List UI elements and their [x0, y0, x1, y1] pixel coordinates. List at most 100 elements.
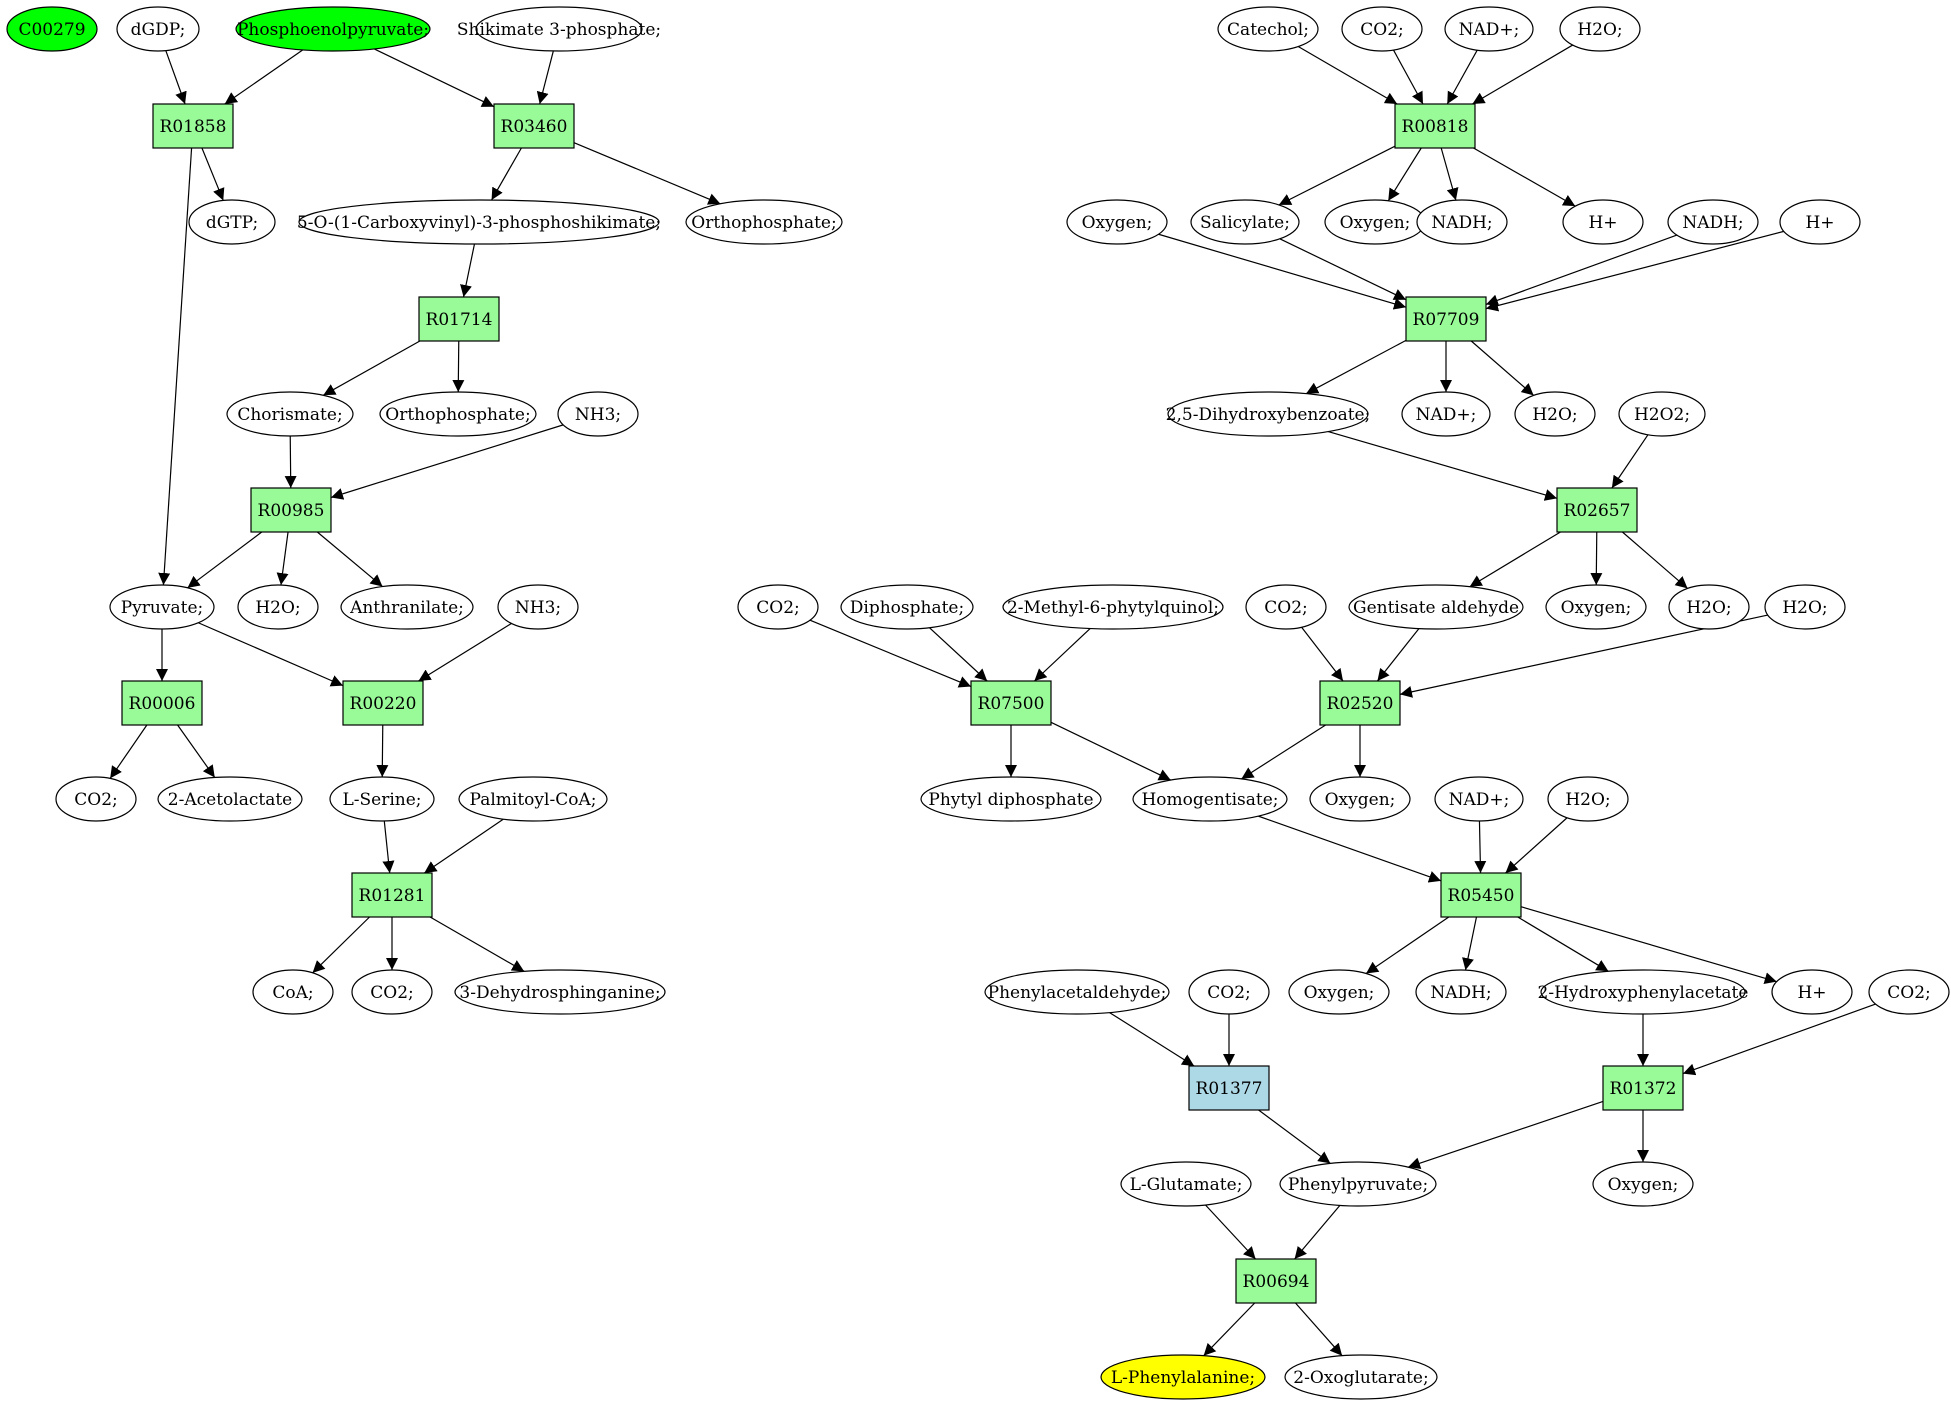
node-label: NAD+; [1459, 20, 1520, 40]
compound-node-oxygen[interactable]: Oxygen; [1545, 584, 1647, 630]
compound-node-l-phenylalanine[interactable]: L-Phenylalanine; [1100, 1354, 1266, 1400]
node-label: Phenylacetaldehyde; [988, 983, 1167, 1003]
compound-node-co2[interactable]: CO2; [1245, 584, 1327, 630]
node-label: CoA; [272, 983, 313, 1003]
compound-ellipse [685, 199, 843, 245]
reaction-node-r00818[interactable]: R00818 [1394, 103, 1476, 149]
compound-node-palmitoyl-coa[interactable]: Palmitoyl-CoA; [458, 776, 608, 822]
compound-ellipse [1868, 969, 1950, 1015]
compound-node-coa[interactable]: CoA; [252, 969, 334, 1015]
node-label: CO2; [74, 790, 118, 810]
compound-node-co2[interactable]: CO2; [1868, 969, 1950, 1015]
compound-node-l-glutamate[interactable]: L-Glutamate; [1120, 1161, 1252, 1207]
compound-node-phenylacetaldehyde[interactable]: Phenylacetaldehyde; [984, 969, 1170, 1015]
compound-node-orthophosphate[interactable]: Orthophosphate; [379, 391, 537, 437]
reaction-node-r01714[interactable]: R01714 [418, 296, 500, 342]
compound-node-orthophosphate[interactable]: Orthophosphate; [685, 199, 843, 245]
compound-node-shikimate-3-phosphate[interactable]: Shikimate 3-phosphate; [457, 6, 661, 52]
reaction-node-r07500[interactable]: R07500 [970, 680, 1052, 726]
compound-node-nh3[interactable]: NH3; [497, 584, 579, 630]
compound-node-phenylpyruvate[interactable]: Phenylpyruvate; [1279, 1161, 1437, 1207]
compound-node-anthranilate[interactable]: Anthranilate; [340, 584, 474, 630]
compound-node-c00279[interactable]: C00279 [6, 6, 98, 52]
compound-node-phosphoenolpyruvate[interactable]: Phosphoenolpyruvate; [235, 6, 431, 52]
reaction-box [152, 103, 234, 149]
node-label: Diphosphate; [850, 598, 964, 618]
compound-node-nh3[interactable]: NH3; [557, 391, 639, 437]
compound-node-2-oxoglutarate[interactable]: 2-Oxoglutarate; [1284, 1354, 1438, 1400]
compound-node-pyruvate[interactable]: Pyruvate; [109, 584, 215, 630]
compound-node-3-dehydrosphinganine[interactable]: 3-Dehydrosphinganine; [454, 969, 666, 1015]
compound-node-h2o[interactable]: H2O; [1514, 391, 1596, 437]
compound-node-dgdp[interactable]: dGDP; [116, 6, 200, 52]
compound-ellipse [109, 584, 215, 630]
compound-ellipse [737, 584, 819, 630]
compound-node-co2[interactable]: CO2; [55, 776, 137, 822]
compound-node-h[interactable]: H+ [1771, 969, 1853, 1015]
reaction-node-r00220[interactable]: R00220 [342, 680, 424, 726]
reaction-node-r05450[interactable]: R05450 [1440, 872, 1522, 918]
edge-phald-to-r01377 [1109, 1012, 1195, 1067]
reaction-node-r00694[interactable]: R00694 [1235, 1258, 1317, 1304]
compound-node-2-5-dihydroxybenzoate[interactable]: 2,5-Dihydroxybenzoate; [1166, 391, 1371, 437]
reaction-node-r00985[interactable]: R00985 [250, 487, 332, 533]
reaction-node-r00006[interactable]: R00006 [121, 680, 203, 726]
reaction-node-r02520[interactable]: R02520 [1319, 680, 1401, 726]
compound-node-co2[interactable]: CO2; [737, 584, 819, 630]
compound-node-co2[interactable]: CO2; [1188, 969, 1270, 1015]
compound-node-nadh[interactable]: NADH; [1416, 199, 1508, 245]
compound-node-nad[interactable]: NAD+; [1444, 6, 1534, 52]
compound-node-oxygen[interactable]: Oxygen; [1309, 776, 1411, 822]
compound-node-2-acetolactate[interactable]: 2-Acetolactate [157, 776, 303, 822]
reaction-node-r01372[interactable]: R01372 [1602, 1065, 1684, 1111]
compound-ellipse [984, 969, 1170, 1015]
compound-node-gentisate-aldehyde[interactable]: Gentisate aldehyde [1348, 584, 1524, 630]
compound-node-h2o[interactable]: H2O; [1547, 776, 1629, 822]
reaction-box [351, 872, 433, 918]
compound-node-oxygen[interactable]: Oxygen; [1066, 199, 1168, 245]
compound-ellipse [157, 776, 303, 822]
compound-node-nad[interactable]: NAD+; [1434, 776, 1524, 822]
reaction-node-r01377[interactable]: R01377 [1188, 1065, 1270, 1111]
reaction-node-r01858[interactable]: R01858 [152, 103, 234, 149]
compound-node-chorismate[interactable]: Chorismate; [226, 391, 354, 437]
reaction-node-r01281[interactable]: R01281 [351, 872, 433, 918]
compound-node-h2o[interactable]: H2O; [1668, 584, 1750, 630]
compound-node-oxygen[interactable]: Oxygen; [1288, 969, 1390, 1015]
edge-r00985-to-anth [316, 531, 383, 588]
compound-node-nad[interactable]: NAD+; [1401, 391, 1491, 437]
compound-node-oxygen[interactable]: Oxygen; [1324, 199, 1426, 245]
node-label: NAD+; [1416, 405, 1477, 425]
reaction-node-r02657[interactable]: R02657 [1556, 487, 1638, 533]
compound-node-h2o[interactable]: H2O; [1559, 6, 1641, 52]
compound-node-2-methyl-6-phytylquinol[interactable]: 2-Methyl-6-phytylquinol; [1002, 584, 1224, 630]
compound-node-h2o[interactable]: H2O; [237, 584, 319, 630]
compound-node-h[interactable]: H+ [1779, 199, 1861, 245]
compound-node-nadh[interactable]: NADH; [1415, 969, 1507, 1015]
reaction-node-r03460[interactable]: R03460 [493, 103, 575, 149]
edge-r00006-to-acet [177, 724, 216, 778]
node-label: R01281 [359, 886, 426, 906]
compound-node-h2o[interactable]: H2O; [1764, 584, 1846, 630]
compound-node-salicylate[interactable]: Salicylate; [1190, 199, 1300, 245]
compound-ellipse [1416, 199, 1508, 245]
compound-node-nadh[interactable]: NADH; [1667, 199, 1759, 245]
compound-node-5-o-1-carboxyvinyl-3-phosphoshikimate[interactable]: 5-O-(1-Carboxyvinyl)-3-phosphoshikimate; [297, 199, 661, 245]
compound-node-l-serine[interactable]: L-Serine; [329, 776, 435, 822]
compound-node-dgtp[interactable]: dGTP; [188, 199, 276, 245]
compound-node-co2[interactable]: CO2; [1341, 6, 1423, 52]
compound-node-co2[interactable]: CO2; [351, 969, 433, 1015]
compound-node-homogentisate[interactable]: Homogentisate; [1132, 776, 1288, 822]
compound-node-catechol[interactable]: Catechol; [1217, 6, 1319, 52]
edge-r00985-to-pyr [187, 531, 263, 589]
compound-node-oxygen[interactable]: Oxygen; [1592, 1161, 1694, 1207]
compound-node-h2o2[interactable]: H2O2; [1618, 391, 1706, 437]
compound-node-diphosphate[interactable]: Diphosphate; [840, 584, 974, 630]
compound-node-phytyl-diphosphate[interactable]: Phytyl diphosphate [920, 776, 1102, 822]
reaction-node-r07709[interactable]: R07709 [1405, 296, 1487, 342]
compound-node-2-hydroxyphenylacetate[interactable]: 2-Hydroxyphenylacetate [1538, 969, 1749, 1015]
compound-ellipse [1562, 199, 1644, 245]
compound-ellipse [1545, 584, 1647, 630]
edge-r07500-to-homo [1050, 721, 1172, 781]
compound-node-h[interactable]: H+ [1562, 199, 1644, 245]
